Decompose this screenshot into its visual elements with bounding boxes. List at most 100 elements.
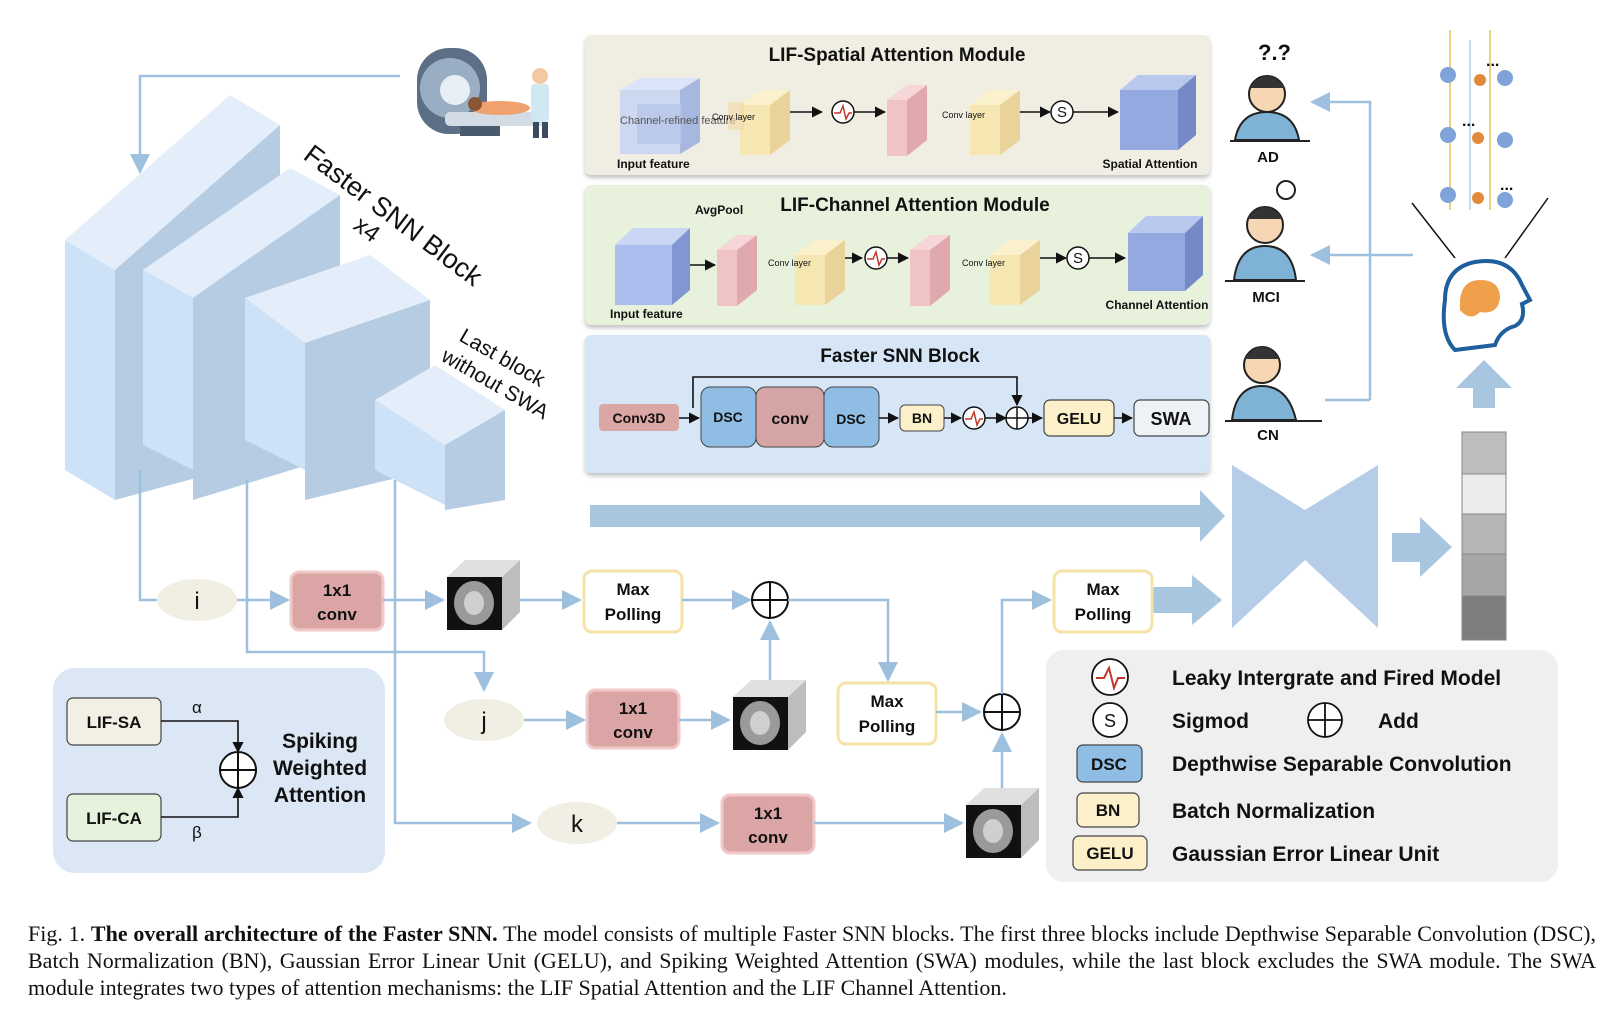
legend-sigmoid-icon: [1092, 702, 1128, 738]
snn-block-title: Faster SNN Block: [820, 346, 980, 367]
dsc-label-1: DSC: [713, 409, 743, 425]
beta-label: β: [192, 823, 202, 842]
conv3d-box: [599, 404, 679, 431]
hourglass-left: [1232, 465, 1305, 628]
legend-add-text: Add: [1378, 710, 1419, 733]
conv-k-line2: conv: [748, 828, 788, 847]
brain-slice-i: [447, 560, 520, 630]
channel-input-feature-label: Input feature: [610, 307, 683, 321]
ad-label: AD: [1257, 149, 1279, 166]
legend-bn-text: Batch Normalization: [1172, 800, 1375, 823]
legend-lif-icon: [1091, 658, 1129, 696]
to-vector-arrow: [1392, 517, 1452, 577]
max-pool-1-line1: Max: [616, 580, 650, 599]
legend-s-symbol: S: [1104, 711, 1116, 731]
swa-legend-box: LIF-SA LIF-CA α β Spiking Weighted Atten…: [53, 668, 385, 873]
cn-label: CN: [1257, 427, 1279, 444]
branch-k-node: [537, 802, 617, 844]
legend-lif-text: Leaky Intergrate and Fired Model: [1172, 667, 1501, 690]
conv-j-line1: 1x1: [619, 699, 647, 718]
neurons-icon: ... ... ...: [1411, 30, 1549, 259]
caption-body: The model consists of multiple Faster SN…: [28, 921, 1596, 1000]
block-4: [375, 365, 505, 510]
conv-j-line2: conv: [613, 723, 653, 742]
caption-title: The overall architecture of the Faster S…: [90, 921, 498, 946]
class-arrows: [1310, 92, 1372, 400]
swa-title-line2: Weighted: [273, 757, 367, 780]
legend-dsc-text: Depthwise Separable Convolution: [1172, 753, 1512, 776]
branch-j-label: j: [480, 708, 486, 735]
brain-slice-j: [733, 680, 806, 750]
alpha-label: α: [192, 698, 202, 717]
feature-vector: [1461, 431, 1507, 641]
legend-gelu-icon: [1072, 835, 1148, 871]
branch-k-label: k: [571, 811, 584, 838]
branch-j-node: [444, 699, 524, 741]
legend: Leaky Intergrate and Fired Model S Sigmo…: [1046, 650, 1558, 882]
conv-label: conv: [771, 411, 808, 428]
faster-snn-block-panel: Faster SNN Block Conv3D DSC conv DSC BN …: [585, 335, 1210, 473]
channel-conv-layer-label-1: Conv layer: [768, 258, 811, 268]
branch-i-node: [157, 579, 237, 621]
legend-bn-key: BN: [1096, 801, 1121, 820]
neuron-ellipsis-3: ...: [1500, 177, 1513, 194]
mri-scanner-icon: [417, 48, 549, 138]
hourglass-right: [1305, 465, 1378, 628]
max-pool-1-line2: Polling: [605, 605, 662, 624]
spatial-input-feature-label: Input feature: [617, 157, 690, 171]
swa-title-line1: Spiking: [282, 730, 358, 753]
legend-sigmoid-text: Sigmod: [1172, 710, 1249, 733]
gelu-label: GELU: [1057, 411, 1101, 428]
neuron-ellipsis-1: ...: [1486, 53, 1499, 70]
bn-label: BN: [912, 410, 932, 426]
main-flow-arrow: [590, 490, 1225, 542]
swa-title-line3: Attention: [274, 784, 366, 807]
lif-ca-label: LIF-CA: [86, 809, 142, 828]
patient-ad-icon: ?.?: [1230, 40, 1310, 142]
channel-module-title: LIF-Channel Attention Module: [780, 195, 1049, 216]
patient-mci-icon: [1225, 180, 1305, 282]
architecture-diagram: Faster SNN Block x4 Last block without S…: [53, 30, 1558, 882]
legend-bn-icon: [1076, 792, 1140, 828]
spatial-attention-module: LIF-Spatial Attention Module Channel-ref…: [585, 35, 1210, 175]
brain-slice-k: [966, 788, 1039, 858]
dsc-box-2: [823, 386, 880, 448]
swa-label: SWA: [1150, 409, 1191, 429]
legend-dsc-key: DSC: [1091, 755, 1127, 774]
brain-head-icon: [1441, 259, 1533, 353]
max-pool-2-line2: Polling: [859, 717, 916, 736]
conv-k-line1: 1x1: [754, 804, 782, 823]
spatial-sigmoid-letter: S: [1057, 104, 1067, 121]
max-pool-3-line1: Max: [1086, 580, 1120, 599]
legend-dsc-icon: [1076, 744, 1143, 783]
conv-i-line2: conv: [317, 605, 357, 624]
spatial-module-title: LIF-Spatial Attention Module: [769, 45, 1026, 66]
caption-label: Fig. 1.: [28, 921, 86, 946]
channel-attention-module: LIF-Channel Attention Module AvgPool Inp…: [585, 185, 1210, 325]
swa-box: [1133, 399, 1210, 437]
figure-caption: Fig. 1. The overall architecture of the …: [28, 920, 1596, 1001]
neuron-ellipsis-2: ...: [1462, 113, 1475, 130]
spatial-conv-layer-label-1: Conv layer: [712, 112, 755, 122]
pyramid-blocks: [65, 95, 505, 510]
legend-gelu-text: Gaussian Error Linear Unit: [1172, 843, 1439, 866]
channel-refined-feature-label: Channel-refined feature: [620, 115, 736, 127]
max-pool-box-1: [582, 569, 684, 634]
max-pool-box-2: [836, 681, 938, 746]
spatial-conv-layer-label-2: Conv layer: [942, 110, 985, 120]
pool-flow-arrow: [1150, 575, 1222, 625]
conv3d-label: Conv3D: [613, 410, 666, 426]
conv-i-line1: 1x1: [323, 581, 351, 600]
channel-sigmoid-letter: S: [1073, 250, 1083, 267]
up-arrow: [1456, 360, 1512, 408]
max-pool-2-line1: Max: [870, 692, 904, 711]
mri-input-line: [130, 74, 400, 174]
channel-attention-output-label: Channel Attention: [1106, 298, 1209, 312]
patient-cn-icon: [1225, 346, 1322, 422]
branch-i-label: i: [194, 588, 199, 615]
ad-question-marks: ?.?: [1258, 40, 1291, 65]
channel-conv-layer-label-2: Conv layer: [962, 258, 1005, 268]
lif-sa-label: LIF-SA: [87, 713, 142, 732]
mci-label: MCI: [1252, 289, 1280, 306]
max-pool-box-3: [1052, 569, 1154, 634]
